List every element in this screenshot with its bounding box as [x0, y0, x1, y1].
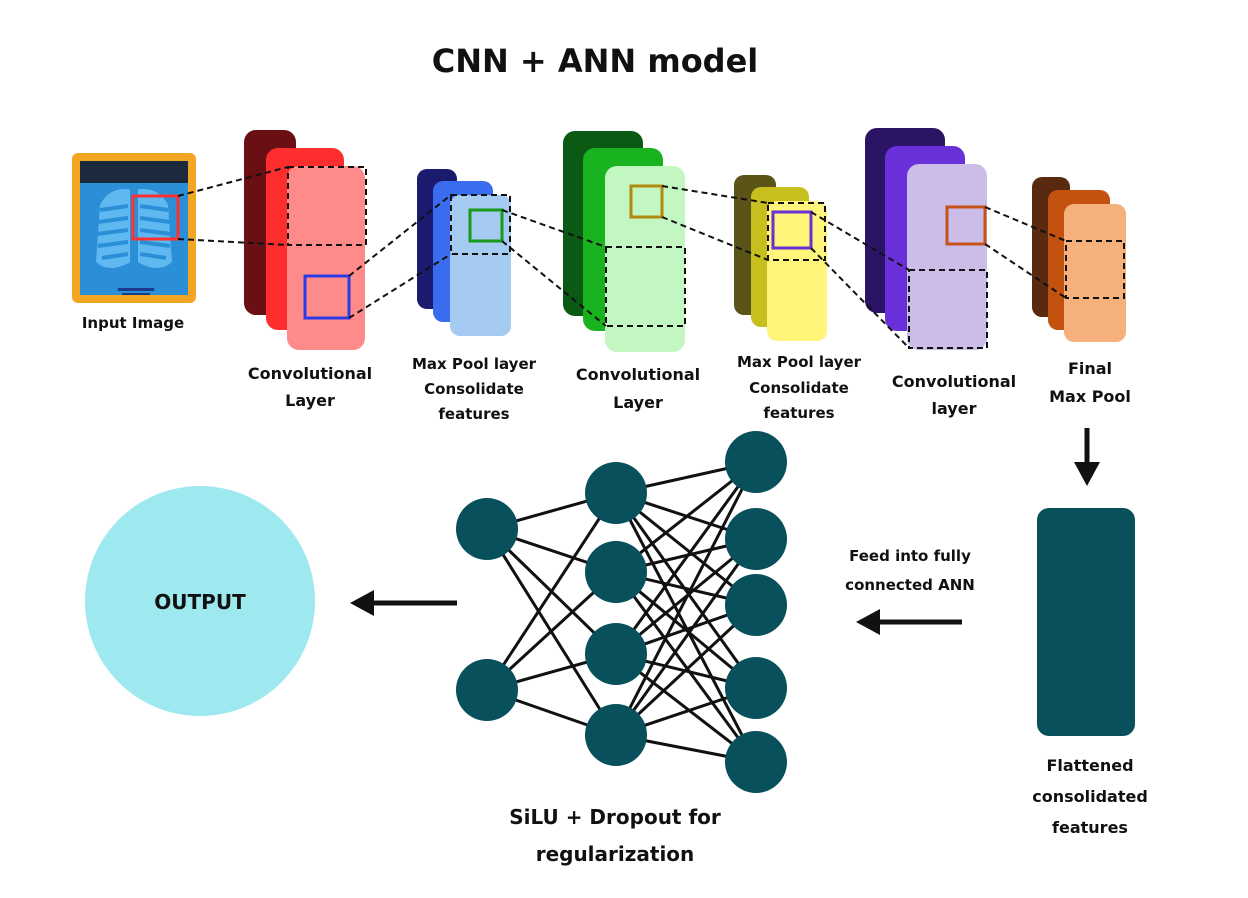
- svg-text:Max Pool: Max Pool: [1049, 387, 1131, 406]
- ann-edge: [614, 603, 758, 737]
- ann-node: [725, 574, 787, 636]
- arrow-left-icon: [856, 609, 962, 635]
- ann-edge: [614, 492, 758, 689]
- ann-label: SiLU + Dropout for regularization: [509, 805, 721, 866]
- svg-text:Layer: Layer: [613, 393, 663, 412]
- flat-label: Flattened consolidated features: [1032, 756, 1148, 837]
- pool2-label: Max Pool layer Consolidate features: [737, 353, 862, 422]
- ann-node: [725, 657, 787, 719]
- svg-text:Final: Final: [1068, 359, 1112, 378]
- conv-layer-2: [563, 131, 686, 352]
- svg-text:connected ANN: connected ANN: [845, 576, 975, 594]
- input-image-label: Input Image: [82, 314, 184, 332]
- svg-text:Convolutional: Convolutional: [892, 372, 1016, 391]
- ann-edge: [614, 538, 758, 736]
- arrow-down-icon: [1074, 428, 1100, 486]
- conv1-label: Convolutional Layer: [248, 364, 372, 410]
- svg-text:consolidated: consolidated: [1032, 787, 1148, 806]
- ann-node: [585, 623, 647, 685]
- conv2-label: Convolutional Layer: [576, 365, 700, 412]
- flattened-features-bar: [1037, 508, 1135, 736]
- pool-layer-2: [734, 175, 827, 341]
- feed-label: Feed into fully connected ANN: [845, 547, 975, 594]
- ann-node: [456, 659, 518, 721]
- ann-edge: [614, 461, 758, 655]
- pool-layer-1: [417, 169, 511, 336]
- ann-edge: [614, 571, 758, 763]
- chest-xray-icon: [72, 153, 196, 303]
- svg-text:Feed into fully: Feed into fully: [849, 547, 971, 565]
- svg-text:regularization: regularization: [536, 842, 695, 866]
- ann-node: [585, 541, 647, 603]
- ann-node: [725, 431, 787, 493]
- ann-node: [725, 508, 787, 570]
- diagram-title: CNN + ANN model: [432, 42, 759, 80]
- conv3-label: Convolutional layer: [892, 372, 1016, 418]
- final-max-pool: [1032, 177, 1126, 342]
- conv-layer-1: [244, 130, 367, 350]
- svg-text:Max Pool layer: Max Pool layer: [412, 355, 537, 373]
- svg-text:Convolutional: Convolutional: [248, 364, 372, 383]
- conv-layer-3: [865, 128, 988, 350]
- svg-text:Max Pool layer: Max Pool layer: [737, 353, 862, 371]
- svg-text:Flattened: Flattened: [1046, 756, 1133, 775]
- svg-text:Consolidate: Consolidate: [424, 380, 524, 398]
- svg-text:layer: layer: [932, 399, 977, 418]
- output-label: OUTPUT: [154, 590, 246, 614]
- svg-text:SiLU + Dropout for: SiLU + Dropout for: [509, 805, 721, 829]
- ann-node: [725, 731, 787, 793]
- ann-nodes: [456, 431, 787, 793]
- ann-edge: [614, 461, 758, 736]
- pool1-label: Max Pool layer Consolidate features: [412, 355, 537, 423]
- arrow-left-icon: [350, 590, 457, 616]
- ann-node: [456, 498, 518, 560]
- svg-text:features: features: [763, 404, 834, 422]
- svg-text:Layer: Layer: [285, 391, 335, 410]
- ann-node: [585, 704, 647, 766]
- svg-text:features: features: [438, 405, 509, 423]
- output-circle: [85, 486, 315, 716]
- ann-edge: [485, 492, 618, 691]
- svg-text:features: features: [1052, 818, 1128, 837]
- final-label: Final Max Pool: [1049, 359, 1131, 406]
- ann-edge: [614, 492, 758, 763]
- svg-text:Consolidate: Consolidate: [749, 379, 849, 397]
- svg-text:Convolutional: Convolutional: [576, 365, 700, 384]
- ann-node: [585, 462, 647, 524]
